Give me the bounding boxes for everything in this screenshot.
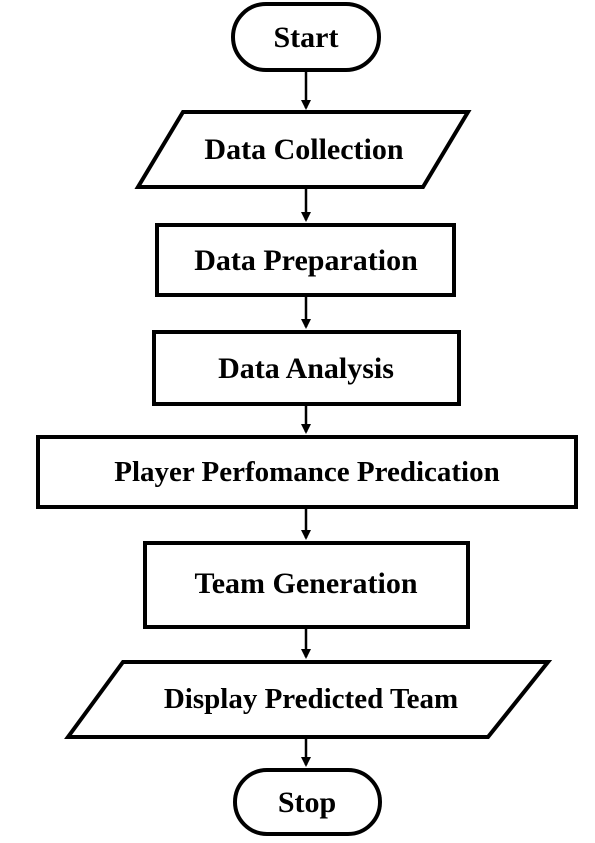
display-team-output: Display Predicted Team — [64, 660, 553, 739]
player-performance-label: Player Perfomance Predication — [114, 456, 499, 488]
display-team-label: Display Predicted Team — [164, 683, 458, 715]
data-preparation-process: Data Preparation — [155, 223, 456, 297]
team-generation-process: Team Generation — [143, 541, 470, 629]
data-analysis-label: Data Analysis — [218, 352, 394, 385]
stop-terminal: Stop — [233, 768, 382, 836]
start-label: Start — [274, 21, 339, 54]
data-collection-input: Data Collection — [134, 110, 472, 189]
data-collection-label: Data Collection — [204, 133, 403, 166]
data-preparation-label: Data Preparation — [194, 244, 418, 277]
stop-label: Stop — [278, 786, 336, 819]
player-performance-process: Player Perfomance Predication — [36, 435, 578, 509]
data-analysis-process: Data Analysis — [152, 330, 461, 406]
start-terminal: Start — [231, 2, 381, 72]
team-generation-label: Team Generation — [194, 567, 417, 600]
